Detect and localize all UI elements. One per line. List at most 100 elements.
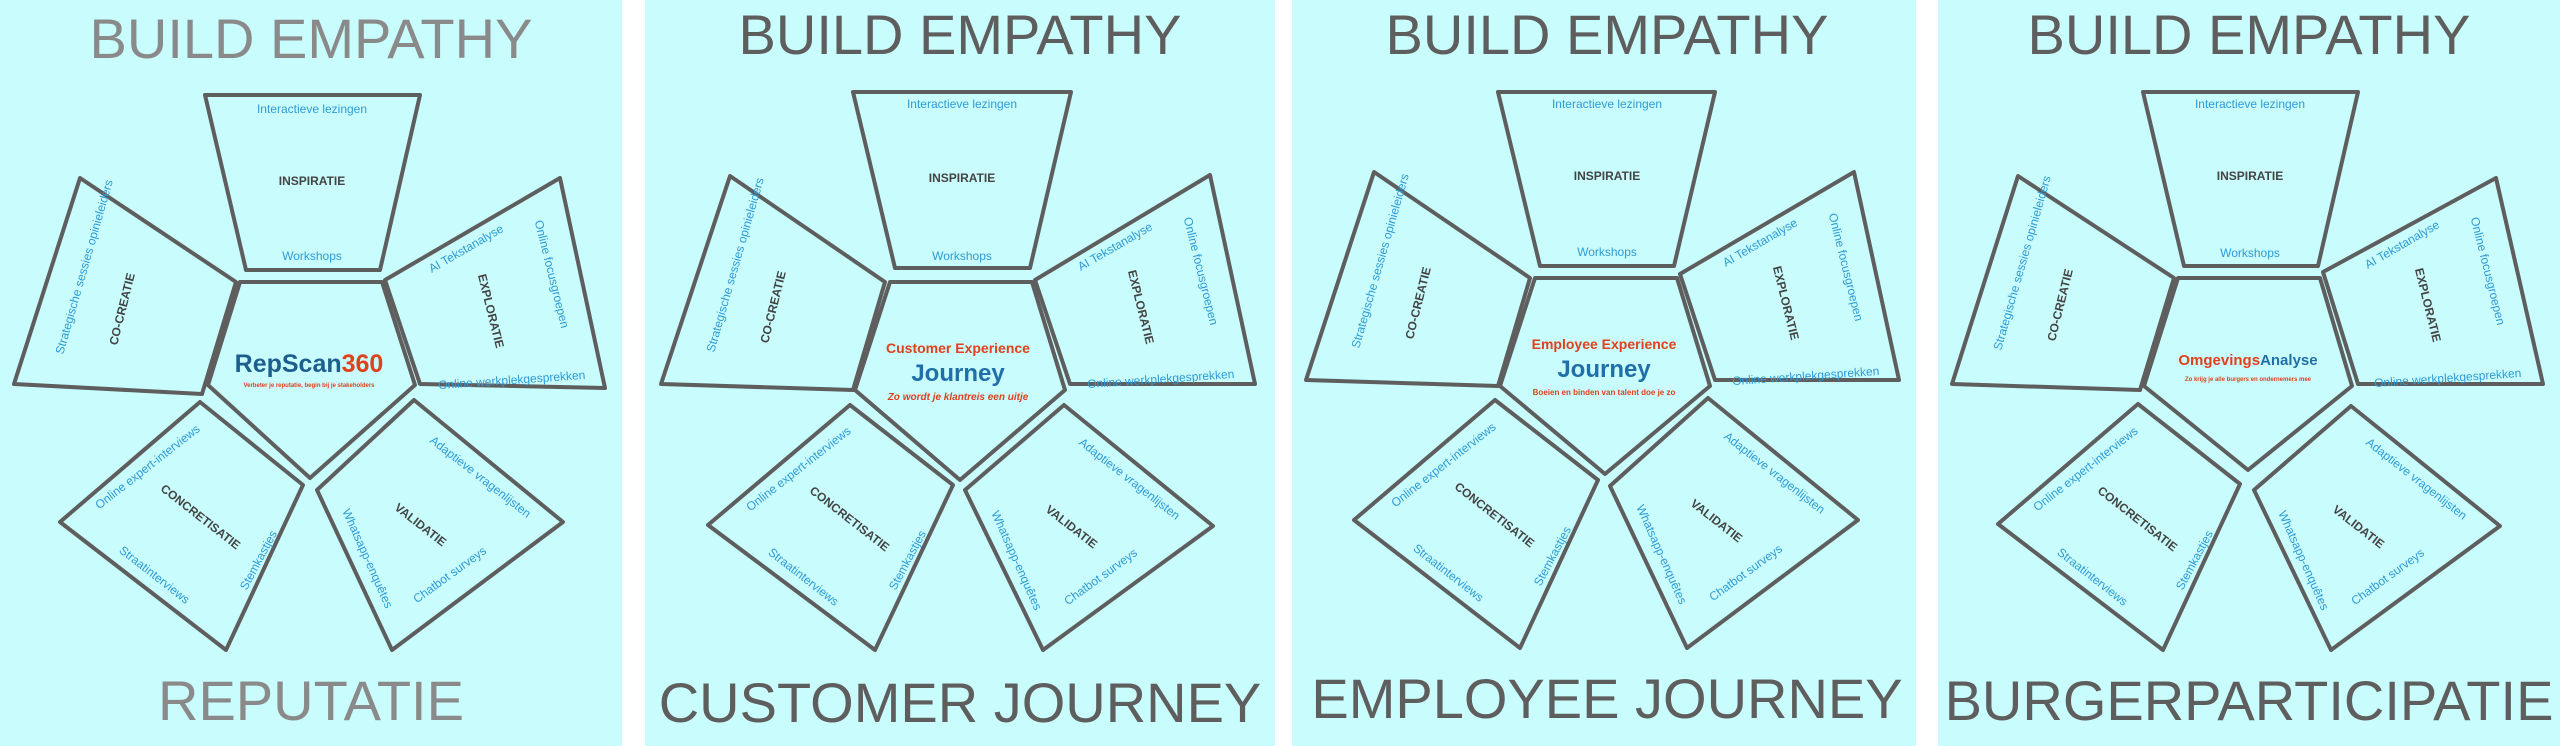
shape-validatie xyxy=(1608,396,1860,650)
shape-validatie xyxy=(2252,404,2502,652)
exploratie-item-2: Online focusgroepen xyxy=(1826,212,1866,323)
diagram-reputatie: BUILD EMPATHY Interactieve lezingen INSP… xyxy=(12,7,607,732)
validatie-label: VALIDATIE xyxy=(2330,502,2387,551)
validatie-item-3: Chatbot surveys xyxy=(2348,546,2426,608)
top-title: BUILD EMPATHY xyxy=(1386,3,1829,66)
diagram-shapes xyxy=(1304,90,1901,650)
concretisatie-label: CONCRETISATIE xyxy=(2095,483,2180,554)
exploratie-item-2: Online focusgroepen xyxy=(1181,216,1221,327)
validatie-item-3: Chatbot surveys xyxy=(1706,542,1784,604)
shape-cocreatie xyxy=(1304,170,1532,388)
concretisatie-label: CONCRETISATIE xyxy=(1452,479,1537,550)
inspiratie-item-2: Workshops xyxy=(282,249,342,263)
shape-validatie xyxy=(963,403,1215,652)
inspiratie-item-1: Interactieve lezingen xyxy=(1552,97,1662,111)
shape-cocreatie xyxy=(12,176,238,396)
exploratie-label: EXPLORATIE xyxy=(1125,269,1157,346)
panel-customer-journey: BUILD EMPATHY Interactieve lezingen INSP… xyxy=(645,0,1275,746)
cocreatie-label: CO-CREATIE xyxy=(1402,266,1433,341)
cocreatie-item-1: Strategische sessies opinieleiders xyxy=(1349,172,1412,350)
bottom-title: BURGERPARTICIPATIE xyxy=(1945,669,2554,732)
center-tagline: Boeien en binden van talent doe je zo xyxy=(1533,388,1676,397)
shape-cocreatie xyxy=(1950,174,2176,392)
cocreatie-label: CO-CREATIE xyxy=(2044,268,2075,343)
shape-concretisatie xyxy=(1352,398,1600,650)
concretisatie-label: CONCRETISATIE xyxy=(807,483,892,554)
inspiratie-label: INSPIRATIE xyxy=(2217,169,2283,183)
validatie-item-1: Adaptieve vragenlijsten xyxy=(1721,429,1827,516)
shape-center xyxy=(853,280,1067,482)
shape-center xyxy=(1498,276,1712,476)
panel-employee-journey: BUILD EMPATHY Interactieve lezingen INSP… xyxy=(1292,0,1916,746)
inspiratie-item-1: Interactieve lezingen xyxy=(257,102,367,116)
exploratie-item-3: Online werkplekgesprekken xyxy=(1087,367,1235,391)
cocreatie-label: CO-CREATIE xyxy=(757,270,788,345)
shape-concretisatie xyxy=(1996,402,2242,652)
shape-exploratie xyxy=(2321,176,2545,386)
validatie-item-1: Adaptieve vragenlijsten xyxy=(427,433,533,520)
shape-exploratie xyxy=(383,176,607,390)
cocreatie-item-1: Strategische sessies opinieleiders xyxy=(1991,174,2054,352)
inspiratie-label: INSPIRATIE xyxy=(279,174,345,188)
shape-center xyxy=(206,280,417,480)
center-tagline: Zo krijg je alle burgers en ondernemers … xyxy=(2185,377,2312,383)
validatie-item-3: Chatbot surveys xyxy=(1061,546,1139,608)
exploratie-label: EXPLORATIE xyxy=(475,273,507,350)
shape-exploratie xyxy=(1033,173,1257,386)
bottom-title: EMPLOYEE JOURNEY xyxy=(1311,667,1902,730)
diagram-customer-journey: BUILD EMPATHY Interactieve lezingen INSP… xyxy=(659,3,1262,734)
exploratie-item-3: Online werkplekgesprekken xyxy=(1732,364,1880,388)
validatie-item-1: Adaptieve vragenlijsten xyxy=(1076,435,1182,522)
shape-inspiratie xyxy=(851,90,1073,270)
center-line-1: Customer Experience xyxy=(886,340,1030,356)
concretisatie-label: CONCRETISATIE xyxy=(158,481,243,552)
validatie-label: VALIDATIE xyxy=(1043,502,1100,551)
inspiratie-item-1: Interactieve lezingen xyxy=(2195,97,2305,111)
center-line-1: Employee Experience xyxy=(1532,336,1677,352)
center-tagline: Verbeter je reputatie, begin bij je stak… xyxy=(243,383,375,389)
shape-concretisatie xyxy=(706,403,955,652)
validatie-label: VALIDATIE xyxy=(392,500,449,549)
exploratie-item-3: Online werkplekgesprekken xyxy=(2374,366,2522,390)
top-title: BUILD EMPATHY xyxy=(739,3,1182,66)
inspiratie-item-2: Workshops xyxy=(932,249,992,263)
panel-burgerparticipatie: BUILD EMPATHY Interactieve lezingen INSP… xyxy=(1938,0,2560,746)
exploratie-item-2: Online focusgroepen xyxy=(2468,216,2508,327)
bottom-title: CUSTOMER JOURNEY xyxy=(659,671,1262,734)
top-title: BUILD EMPATHY xyxy=(2028,3,2471,66)
cocreatie-item-1: Strategische sessies opinieleiders xyxy=(704,176,767,354)
shape-inspiratie xyxy=(2141,90,2360,268)
repscan-logo: RepScan360 xyxy=(235,350,384,378)
validatie-item-1: Adaptieve vragenlijsten xyxy=(2363,435,2469,522)
diagram-shapes xyxy=(1950,90,2545,652)
shape-concretisatie xyxy=(58,400,305,652)
diagram-burgerparticipatie: BUILD EMPATHY Interactieve lezingen INSP… xyxy=(1945,3,2554,732)
inspiratie-label: INSPIRATIE xyxy=(1574,169,1640,183)
shape-cocreatie xyxy=(659,174,887,392)
diagram-shapes xyxy=(12,93,607,652)
validatie-item-3: Chatbot surveys xyxy=(410,544,488,606)
inspiratie-item-2: Workshops xyxy=(2220,246,2280,260)
inspiratie-label: INSPIRATIE xyxy=(929,171,995,185)
center-line-2: Journey xyxy=(911,360,1005,387)
exploratie-label: EXPLORATIE xyxy=(1770,265,1802,342)
inspiratie-item-1: Interactieve lezingen xyxy=(907,97,1017,111)
diagram-employee-journey: BUILD EMPATHY Interactieve lezingen INSP… xyxy=(1304,3,1903,730)
shape-exploratie xyxy=(1678,170,1901,382)
shape-validatie xyxy=(315,398,565,652)
center-tagline: Zo wordt je klantreis een uitje xyxy=(887,392,1029,403)
top-title: BUILD EMPATHY xyxy=(90,7,533,70)
inspiratie-item-2: Workshops xyxy=(1577,245,1637,259)
cocreatie-label: CO-CREATIE xyxy=(106,272,137,347)
shape-center xyxy=(2142,276,2354,472)
exploratie-item-2: Online focusgroepen xyxy=(532,219,572,330)
center-line-2: Journey xyxy=(1557,356,1651,383)
shape-inspiratie xyxy=(1496,90,1717,268)
diagram-shapes xyxy=(659,90,1257,652)
cocreatie-item-1: Strategische sessies opinieleiders xyxy=(53,178,116,356)
omgevingsanalyse-logo: OmgevingsAnalyse xyxy=(2178,352,2317,369)
validatie-label: VALIDATIE xyxy=(1688,496,1745,545)
shape-inspiratie xyxy=(203,93,422,272)
exploratie-label: EXPLORATIE xyxy=(2412,267,2444,344)
bottom-title: REPUTATIE xyxy=(158,669,464,732)
